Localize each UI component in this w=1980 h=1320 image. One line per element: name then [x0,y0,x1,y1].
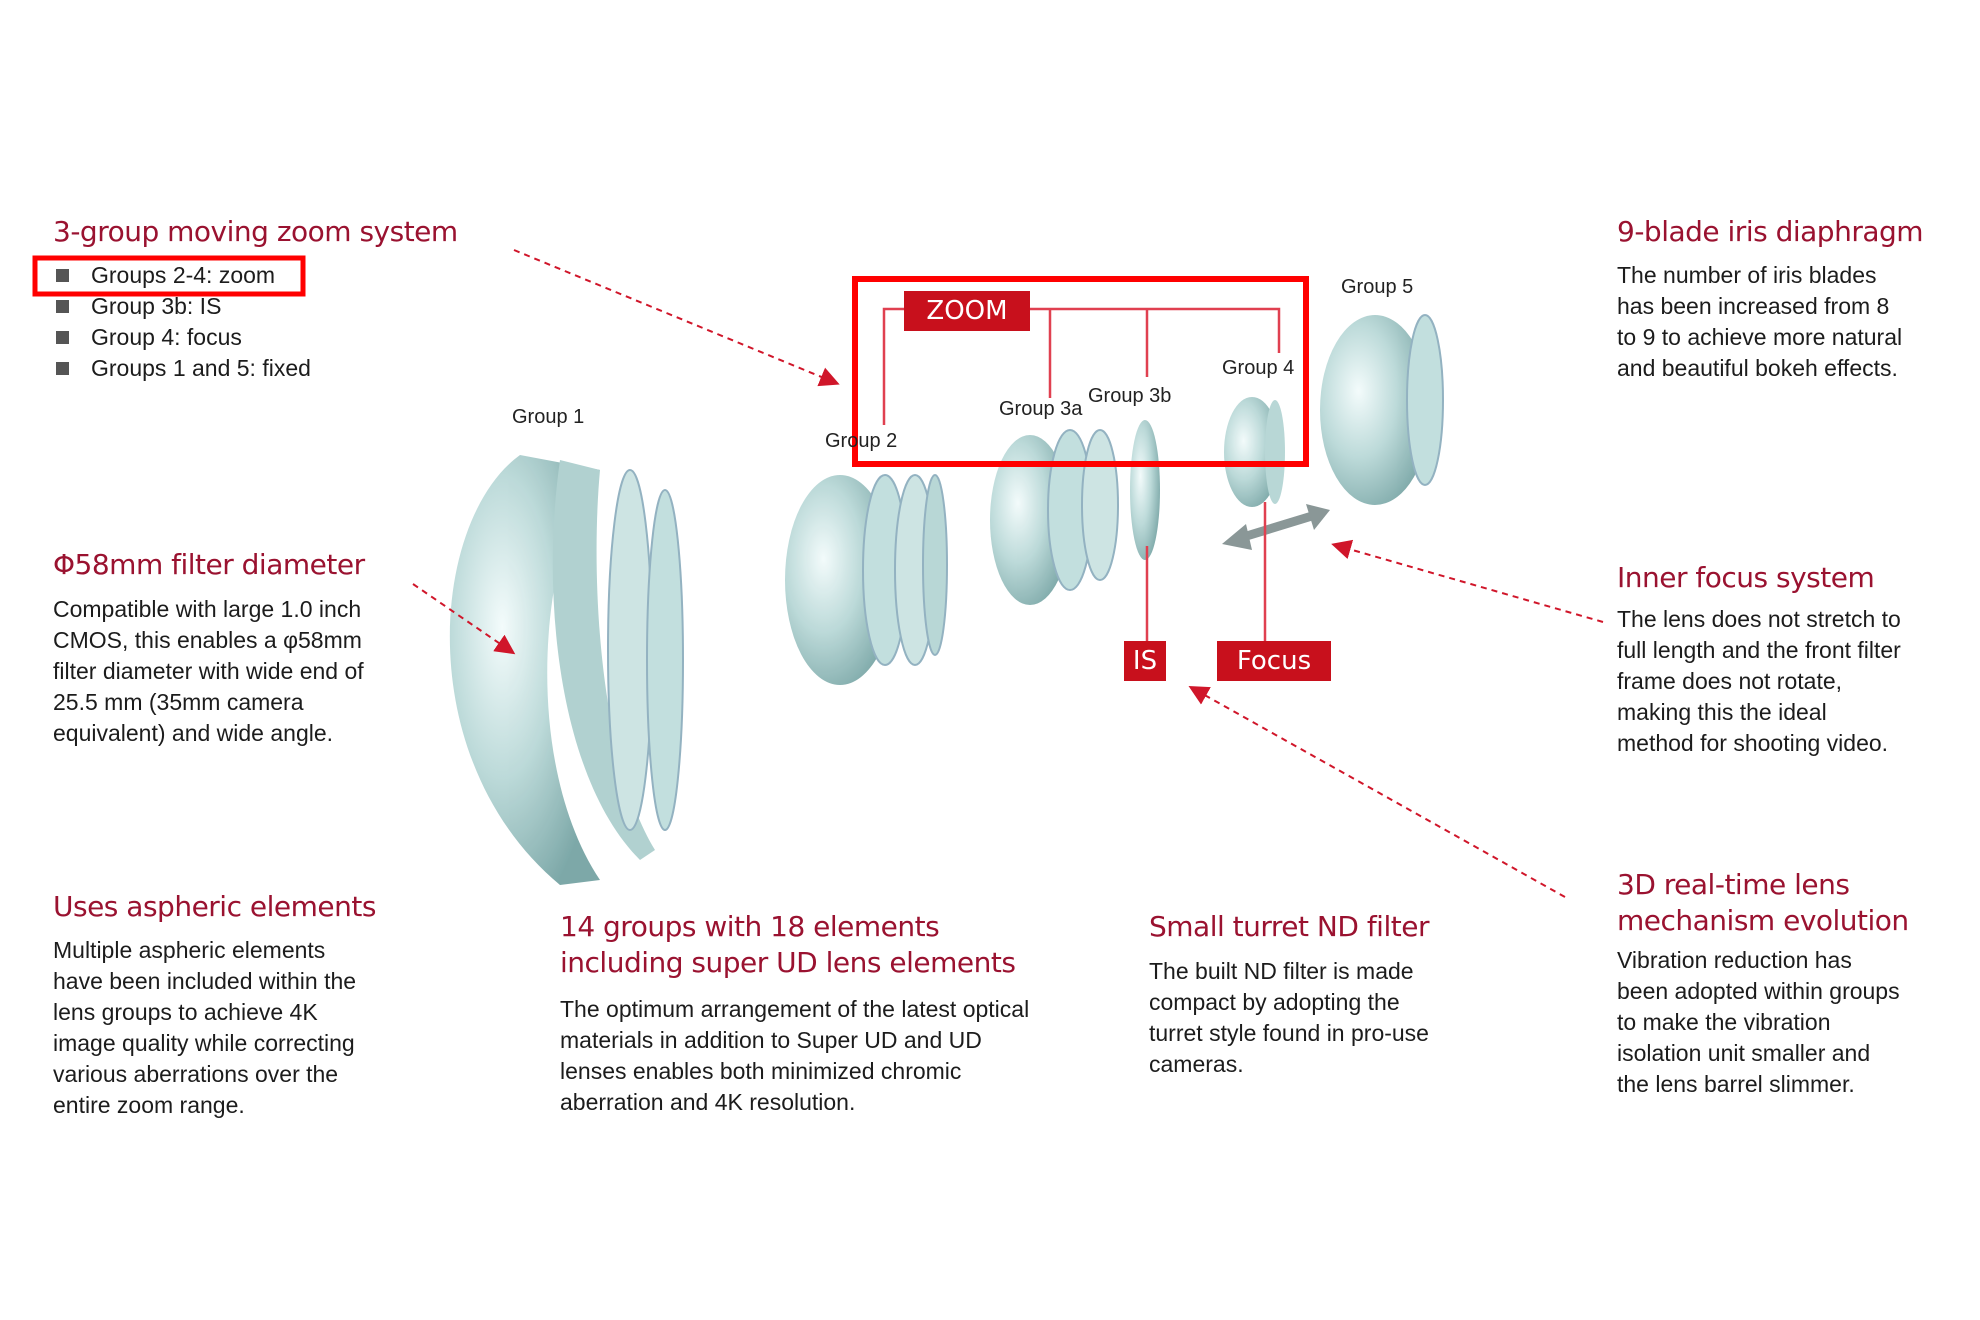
group-1-label: Group 1 [512,406,585,428]
lens-group-1 [449,455,684,885]
text-line: The optimum arrangement of the latest op… [560,996,1030,1022]
groups-elements-body: The optimum arrangement of the latest op… [560,994,1029,1118]
lens-group-3 [990,420,1160,605]
text-line: the lens barrel slimmer. [1617,1071,1855,1097]
bullet-text: Groups 2-4: zoom [91,262,276,288]
bullet-square-icon [56,362,69,375]
text-line: entire zoom range. [53,1092,245,1118]
zoom-system-bullets: Groups 2-4: zoom Group 3b: IS Group 4: f… [56,260,311,384]
heading-line: 14 groups with 18 elements [560,910,940,943]
zoom-bracket [882,307,1281,641]
group-3b-label: Group 3b [1088,385,1172,407]
group-3a-label: Group 3a [999,398,1083,420]
text-line: image quality while correcting [53,1030,355,1056]
text-line: The number of iris blades [1617,262,1877,288]
lens-group-2 [785,474,948,685]
bullet-highlight-box [32,255,306,297]
text-line: full length and the front filter [1617,637,1901,663]
filter-body: Compatible with large 1.0 inch CMOS, thi… [53,594,364,749]
text-line: has been increased from 8 [1617,293,1890,319]
text-line: The built ND filter is made [1149,958,1414,984]
text-line: lens groups to achieve 4K [53,999,318,1025]
text-line: aberration and 4K resolution. [560,1089,856,1115]
nd-filter-heading: Small turret ND filter [1149,910,1429,943]
bullet-item: Groups 1 and 5: fixed [56,353,311,384]
aspheric-heading: Uses aspheric elements [53,890,376,923]
lens-group-4 [1224,397,1285,507]
bullet-item: Group 3b: IS [56,291,311,322]
heading-line: including super UD lens elements [560,946,1016,979]
group-2-label: Group 2 [825,430,898,452]
iris-heading: 9-blade iris diaphragm [1617,215,1924,248]
text-line: compact by adopting the [1149,989,1400,1015]
bullet-item: Group 4: focus [56,322,311,353]
is-tag: IS [1124,641,1166,681]
text-line: to 9 to achieve more natural [1617,324,1903,350]
zoom-highlight-box [852,276,1309,467]
text-line: CMOS, this enables a φ58mm [53,627,362,653]
filter-heading: Φ58mm filter diameter [53,548,365,581]
bullet-text: Groups 1 and 5: fixed [91,355,311,381]
focus-movement-arrow [1222,504,1330,550]
text-line: various aberrations over the [53,1061,339,1087]
bullet-text: Group 3b: IS [91,293,222,319]
group-4-label: Group 4 [1222,357,1295,379]
focus-tag: Focus [1217,641,1331,681]
zoom-tag: ZOOM [904,291,1030,331]
bullet-item: Groups 2-4: zoom [56,260,311,291]
bullet-text: Group 4: focus [91,324,242,350]
text-line: lenses enables both minimized chromic [560,1058,962,1084]
text-line: and beautiful bokeh effects. [1617,355,1898,381]
bullet-square-icon [56,300,69,313]
nd-filter-body: The built ND filter is made compact by a… [1149,956,1429,1080]
inner-focus-heading: Inner focus system [1617,561,1875,594]
text-line: been adopted within groups [1617,978,1900,1004]
aspheric-body: Multiple aspheric elements have been inc… [53,935,356,1121]
lens-group-5 [1320,314,1444,505]
text-line: 25.5 mm (35mm camera [53,689,304,715]
group-5-label: Group 5 [1341,276,1414,298]
text-line: Multiple aspheric elements [53,937,326,963]
bullet-square-icon [56,331,69,344]
text-line: Compatible with large 1.0 inch [53,596,362,622]
text-line: materials in addition to Super UD and UD [560,1027,982,1053]
bullet-square-icon [56,269,69,282]
groups-elements-heading: 14 groups with 18 elements including sup… [560,909,1016,981]
text-line: The lens does not stretch to [1617,606,1901,632]
inner-focus-body: The lens does not stretch to full length… [1617,604,1901,759]
text-line: turret style found in pro-use [1149,1020,1429,1046]
zoom-system-heading: 3-group moving zoom system [53,215,458,248]
realtime-heading: 3D real-time lens mechanism evolution [1617,867,1909,939]
text-line: cameras. [1149,1051,1244,1077]
realtime-body: Vibration reduction has been adopted wit… [1617,945,1900,1100]
text-line: filter diameter with wide end of [53,658,364,684]
text-line: equivalent) and wide angle. [53,720,334,746]
text-line: have been included within the [53,968,357,994]
text-line: to make the vibration [1617,1009,1831,1035]
text-line: frame does not rotate, [1617,668,1843,694]
text-line: isolation unit smaller and [1617,1040,1871,1066]
text-line: making this the ideal [1617,699,1827,725]
heading-line: mechanism evolution [1617,904,1909,937]
text-line: Vibration reduction has [1617,947,1852,973]
text-line: method for shooting video. [1617,730,1889,756]
dashed-pointers [412,249,1604,898]
iris-body: The number of iris blades has been incre… [1617,260,1902,384]
heading-line: 3D real-time lens [1617,868,1850,901]
